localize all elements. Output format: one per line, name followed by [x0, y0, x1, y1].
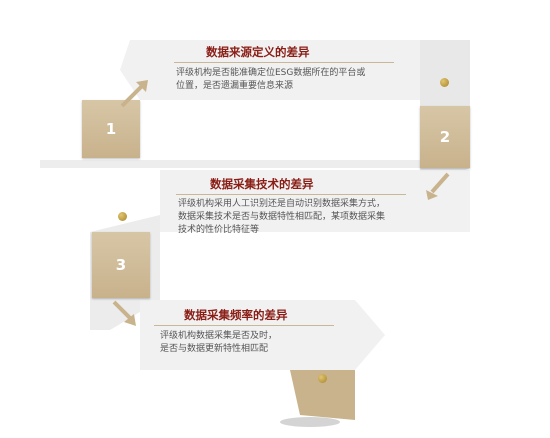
arrow-3-icon [112, 300, 136, 326]
arrow-1-icon [120, 80, 148, 108]
decorative-dot-3 [318, 374, 327, 383]
decorative-dot-1 [440, 78, 449, 87]
step-3-number: 3 [115, 256, 127, 274]
section-2-divider [176, 194, 406, 195]
section-2-title: 数据采集技术的差异 [210, 177, 314, 191]
section-1-title: 数据来源定义的差异 [206, 45, 310, 59]
ribbon-tail [290, 370, 355, 420]
section-2-desc-line-1: 评级机构采用人工识别还是自动识别数据采集方式， [178, 199, 386, 209]
section-1-divider [174, 62, 394, 63]
tail-shadow [280, 417, 340, 427]
step-3-box: 3 [92, 232, 150, 298]
section-2-desc-line-2: 数据采集技术是否与数据特性相匹配，某项数据采集 [178, 212, 386, 222]
section-3-desc-line-1: 评级机构数据采集是否及时， [160, 331, 278, 341]
section-3-desc-line-2: 是否与数据更新特性相匹配 [160, 344, 269, 354]
step-1-box: 1 [82, 100, 140, 158]
section-1-desc-line-1: 评级机构是否能准确定位ESG数据所在的平台或 [176, 68, 366, 78]
decorative-dot-2 [118, 212, 127, 221]
section-1-desc-line-2: 位置，是否遗漏重要信息来源 [176, 81, 294, 91]
step-2-number: 2 [439, 128, 451, 146]
section-3-divider [154, 325, 334, 326]
ribbon-2 [160, 170, 470, 232]
band-under-1 [40, 160, 440, 168]
ribbon-3 [140, 300, 385, 370]
arrow-2-icon [426, 172, 450, 200]
section-2-desc-line-3: 技术的性价比特征等 [178, 225, 260, 235]
section-3-title: 数据采集频率的差异 [184, 308, 288, 322]
ribbon-1 [120, 40, 420, 100]
step-2-box: 2 [420, 106, 470, 168]
step-1-number: 1 [105, 120, 117, 138]
